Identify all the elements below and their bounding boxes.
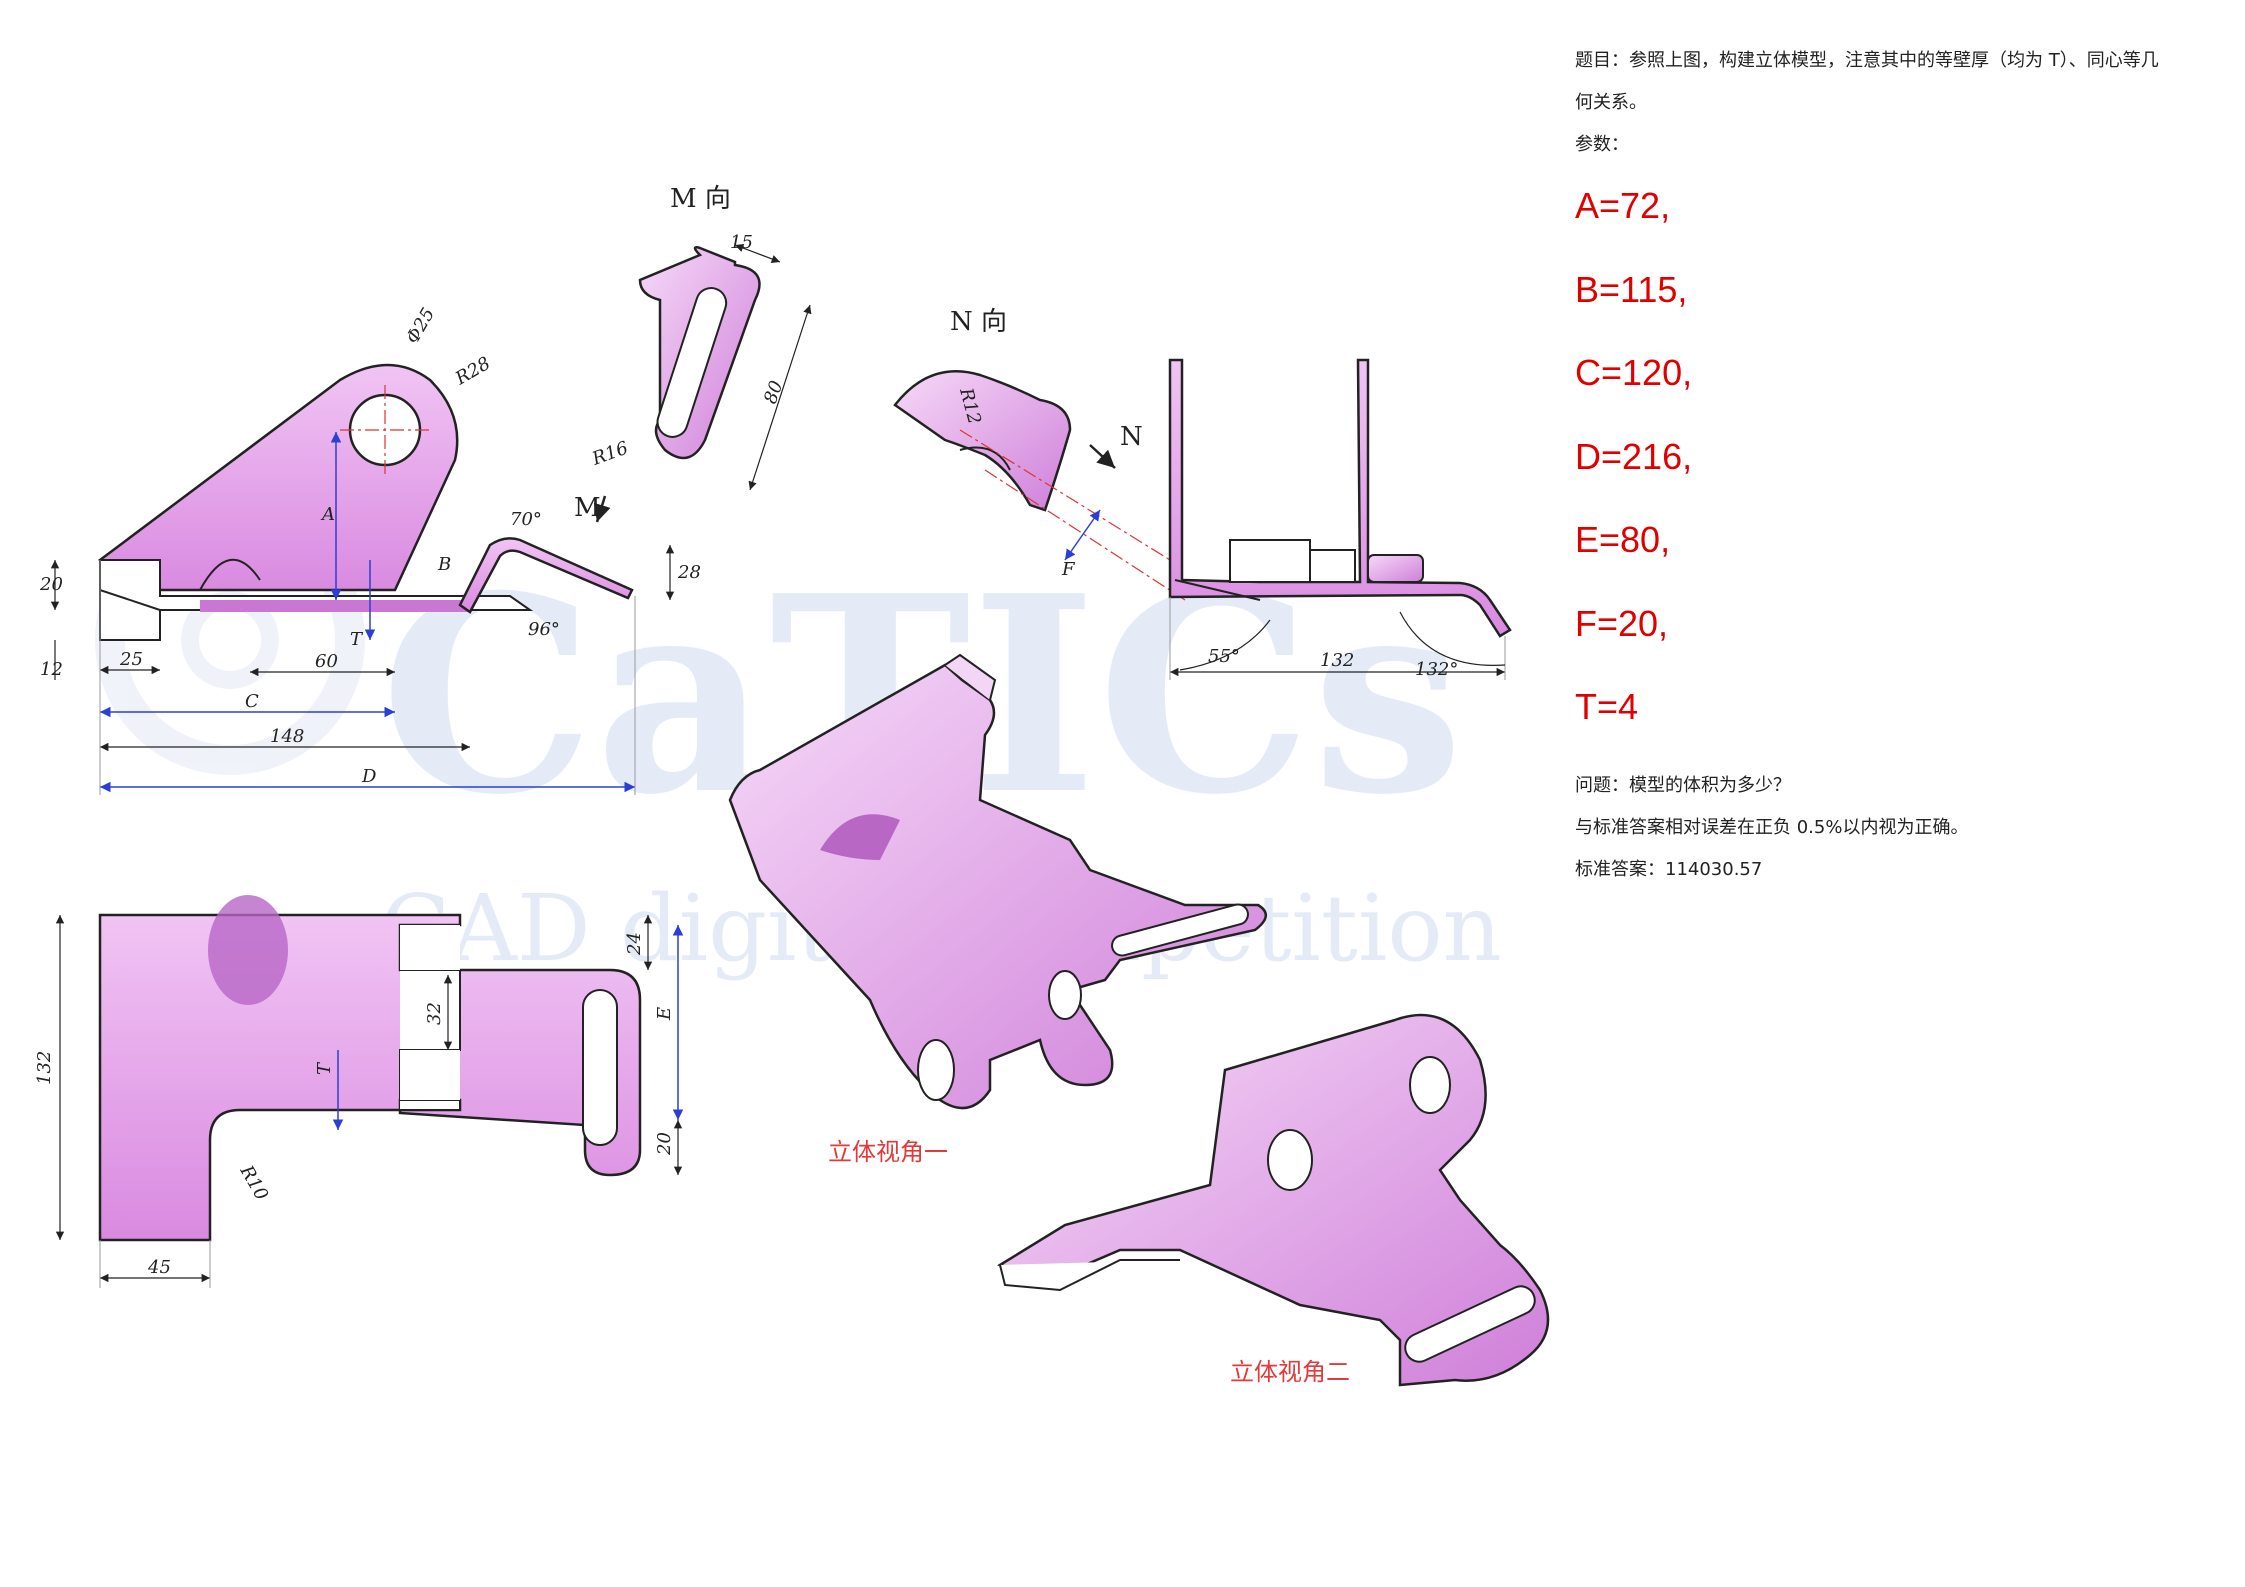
svg-text:立体视角一: 立体视角一 [828,1138,948,1166]
svg-text:立体视角二: 立体视角二 [1230,1358,1350,1386]
param-b: B=115, [1575,268,1688,310]
svg-text:N: N [1120,422,1143,452]
params-label: 参数： [1575,134,1629,155]
svg-text:N 向: N 向 [950,307,1007,337]
params-list: A=72, B=115, C=120, D=216, E=80, F=20, T… [1575,176,2225,761]
svg-text:F: F [1061,559,1076,580]
answer: 标准答案：114030.57 [1575,858,1763,880]
param-c: C=120, [1575,352,1693,393]
svg-text:R10: R10 [235,1161,272,1204]
param-t: T=4 [1575,686,1639,727]
tolerance: 与标准答案相对误差在正负 0.5%以内视为正确。 [1575,816,1969,838]
top-view: 132 45 24 32 E 20 T R10 [34,895,684,1288]
svg-text:148: 148 [270,726,304,747]
svg-text:45: 45 [147,1257,171,1278]
front-view: A T B 20 12 25 60 C 148 D Φ25 R28 70° 96… [39,304,701,795]
svg-text:70°: 70° [510,509,542,530]
problem-panel: 题目：参照上图，构建立体模型，注意其中的等壁厚（均为 T）、同心等几 何关系。 … [1575,40,2225,891]
svg-text:D: D [361,766,377,787]
svg-text:60: 60 [315,651,338,672]
param-a: A=72, [1575,185,1671,226]
n-view: N 向 F R12 N 132 55° 132° [893,307,1512,680]
svg-text:25: 25 [119,649,143,670]
svg-text:28: 28 [677,562,701,583]
svg-text:R28: R28 [451,353,494,390]
svg-text:24: 24 [624,932,645,956]
isometric-view-1: 立体视角一 [728,653,1267,1166]
svg-text:M 向: M 向 [670,184,731,214]
isometric-view-2: 立体视角二 [996,1013,1550,1387]
problem-title-line2: 何关系。 [1575,92,1647,113]
svg-text:12: 12 [40,659,63,680]
m-view: M 向 15 80 R16 [589,184,812,491]
svg-text:80: 80 [760,378,788,407]
svg-text:Φ25: Φ25 [402,304,439,347]
svg-text:132: 132 [1320,650,1354,671]
svg-text:132: 132 [34,1051,55,1085]
svg-text:R16: R16 [589,437,631,470]
svg-text:E: E [654,1007,675,1021]
svg-text:15: 15 [730,232,753,253]
svg-text:20: 20 [39,574,63,595]
svg-text:132°: 132° [1415,659,1458,680]
param-e: E=80, [1575,519,1671,560]
svg-text:C: C [245,691,259,712]
svg-text:T: T [314,1061,335,1075]
svg-text:96°: 96° [528,619,560,640]
svg-text:20: 20 [654,1132,675,1156]
svg-text:B: B [437,554,451,575]
problem-title-line1: 题目：参照上图，构建立体模型，注意其中的等壁厚（均为 T）、同心等几 [1575,50,2159,71]
technical-drawing: CaTICs CAD digital competition A T B 20 … [34,184,1550,1387]
svg-text:T: T [350,629,364,650]
question: 问题：模型的体积为多少？ [1575,774,1791,796]
param-f: F=20, [1575,602,1669,644]
svg-text:A: A [320,504,335,525]
svg-text:M: M [574,493,601,523]
param-d: D=216, [1575,435,1693,477]
svg-text:32: 32 [424,1002,445,1025]
